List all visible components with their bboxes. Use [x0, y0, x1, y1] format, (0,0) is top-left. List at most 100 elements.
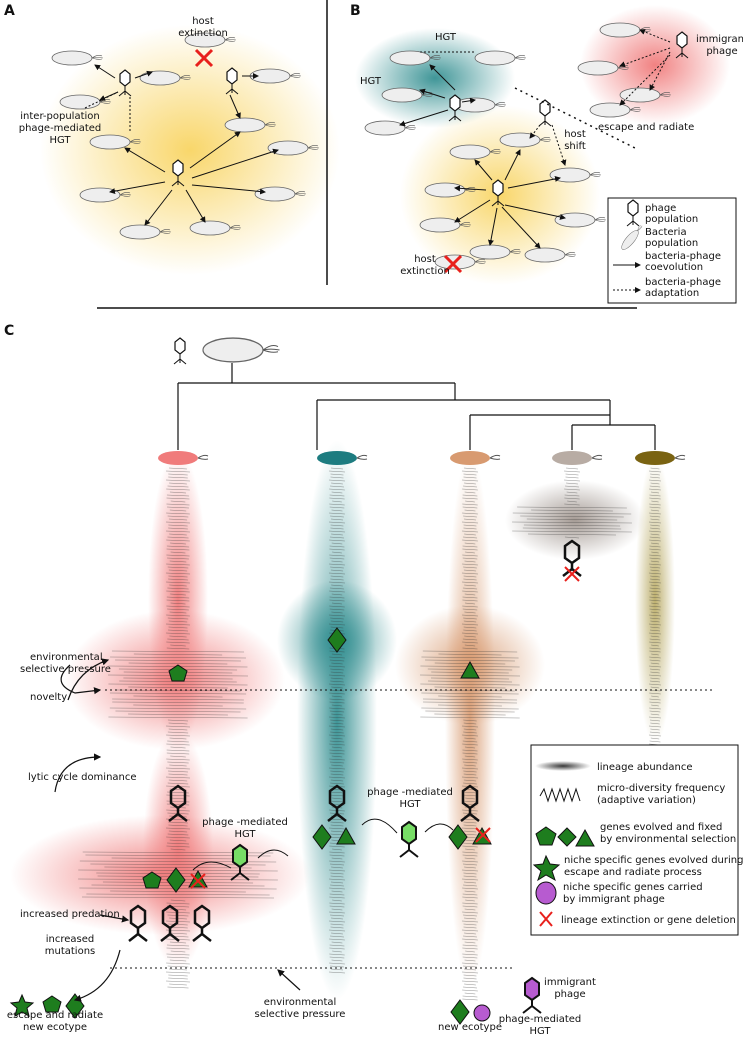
diversity-line — [169, 737, 187, 740]
diversity-line — [462, 953, 478, 956]
diversity-line — [648, 572, 662, 575]
diversity-line — [329, 911, 345, 914]
diversity-line — [650, 524, 660, 527]
diversity-line — [331, 917, 343, 920]
diversity-line — [463, 830, 477, 833]
diversity-line — [329, 944, 345, 947]
diversity-line — [649, 641, 661, 644]
diversity-line — [166, 599, 190, 602]
diversity-line — [328, 878, 346, 881]
diversity-line — [650, 575, 660, 578]
diversity-line — [649, 512, 661, 515]
diversity-line — [329, 905, 345, 908]
diversity-line — [330, 926, 344, 929]
diversity-line — [464, 857, 476, 860]
diversity-line — [464, 746, 476, 749]
diversity-line — [438, 704, 502, 707]
diversity-line — [566, 467, 578, 470]
diversity-line — [330, 677, 344, 680]
diversity-line — [649, 707, 661, 710]
diversity-line — [166, 734, 190, 737]
diversity-line — [649, 629, 661, 632]
diversity-line — [650, 560, 660, 563]
diversity-line — [649, 668, 661, 671]
diversity-line — [329, 845, 345, 848]
diversity-line — [565, 476, 579, 479]
diversity-line — [462, 479, 478, 482]
diversity-line — [649, 638, 661, 641]
diversity-line — [461, 725, 479, 728]
diversity-line — [329, 893, 345, 896]
diversity-line — [650, 686, 660, 689]
diversity-line — [331, 857, 343, 860]
diversity-line — [649, 614, 661, 617]
diversity-line — [166, 503, 190, 506]
legend-label: bacteria-phage — [645, 251, 721, 262]
diversity-line — [329, 962, 345, 965]
diversity-line — [462, 596, 478, 599]
host-extinction-cross — [194, 48, 214, 68]
diversity-line — [462, 497, 478, 500]
diversity-line — [461, 572, 479, 575]
diversity-line — [332, 500, 342, 503]
diversity-line — [330, 722, 344, 725]
label: extinction — [178, 28, 228, 39]
lineage-teal — [317, 451, 368, 465]
hgt-phage-green — [230, 843, 250, 881]
legend-label: adaptation — [645, 288, 699, 299]
diversity-line — [649, 566, 661, 569]
coevolution-arrows — [399, 64, 566, 249]
diversity-line — [167, 986, 189, 989]
diversity-line — [464, 959, 476, 962]
diversity-line — [111, 857, 245, 860]
diversity-line — [462, 794, 478, 797]
diversity-line — [112, 701, 244, 704]
diversity-line — [329, 512, 345, 515]
diversity-line — [649, 647, 661, 650]
diversity-line — [328, 929, 346, 932]
label: increased predation — [20, 909, 120, 920]
diversity-line — [166, 953, 190, 956]
diversity-line — [329, 614, 345, 617]
diversity-line — [526, 518, 618, 521]
diversity-line — [167, 515, 189, 518]
diversity-line — [649, 494, 661, 497]
diversity-line — [329, 869, 345, 872]
diversity-line — [170, 602, 186, 605]
diversity-line — [649, 617, 661, 620]
diversity-line — [463, 524, 477, 527]
diversity-line — [330, 923, 344, 926]
lineage-red — [158, 451, 209, 465]
diversity-line — [650, 626, 660, 629]
coevolution-arrows — [94, 64, 279, 226]
diversity-line — [650, 635, 660, 638]
diversity-line — [170, 950, 186, 953]
diversity-line — [330, 821, 344, 824]
diversity-line — [650, 518, 660, 521]
diversity-line — [169, 941, 187, 944]
diversity-line — [86, 893, 270, 896]
diversity-line — [462, 938, 478, 941]
diversity-line — [462, 869, 478, 872]
legend-label: Bacteria — [645, 227, 687, 238]
label: inter-population — [20, 111, 99, 122]
diversity-line — [463, 728, 477, 731]
label: selective pressure — [255, 1009, 346, 1020]
diversity-line — [328, 725, 346, 728]
diversity-line — [330, 782, 344, 785]
hgt-phage-green — [399, 820, 419, 858]
diversity-line — [564, 503, 580, 506]
diversity-line — [649, 596, 661, 599]
diversity-line — [329, 599, 345, 602]
diversity-line — [421, 707, 519, 710]
diversity-line — [128, 713, 228, 716]
diversity-line — [649, 632, 661, 635]
diversity-line — [166, 749, 190, 752]
diversity-line — [463, 884, 477, 887]
diversity-line — [649, 581, 661, 584]
label: host — [414, 254, 436, 265]
label: phage — [554, 989, 585, 1000]
diversity-line — [464, 584, 476, 587]
diversity-line — [650, 620, 660, 623]
diversity-line — [462, 998, 478, 1001]
